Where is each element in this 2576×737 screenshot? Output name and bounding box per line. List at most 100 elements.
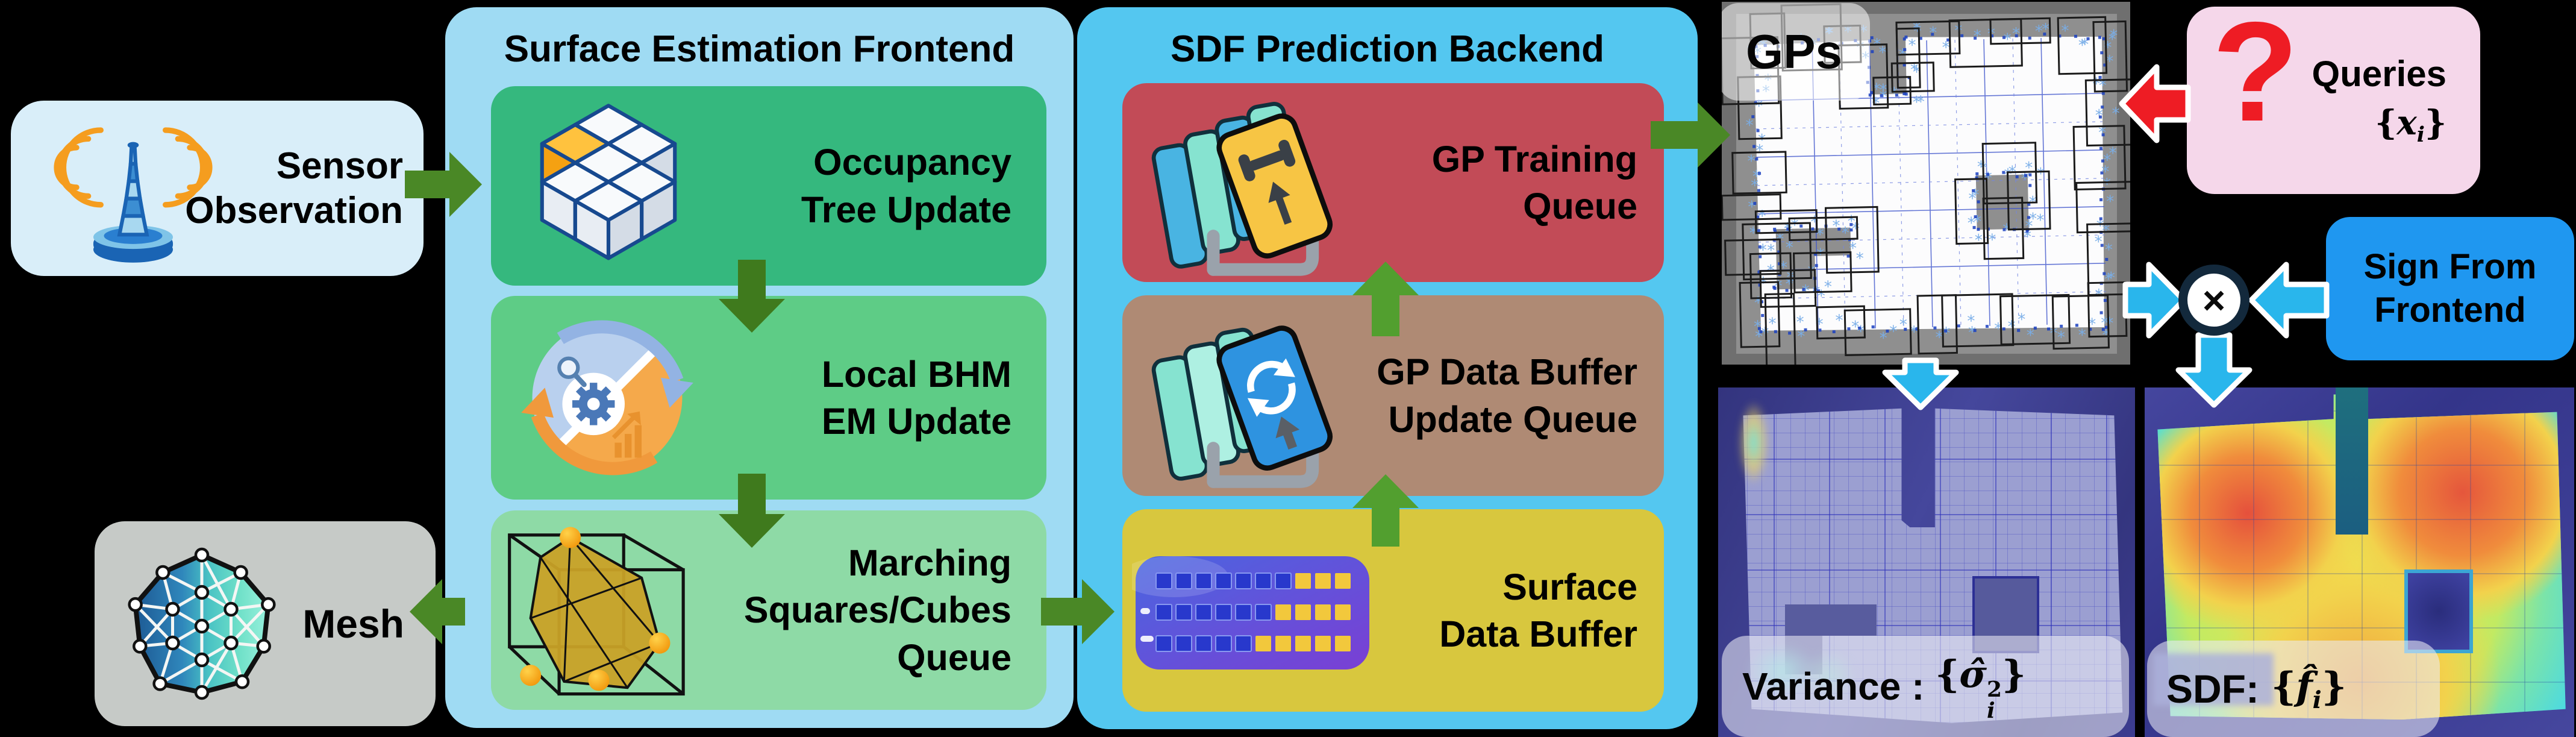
svg-text:*: * [2078,37,2087,55]
svg-text:*: * [1917,93,1925,111]
queries-box: ? Queries {xi} [2187,0,2480,194]
variance-label: Variance : [1742,665,1925,708]
data-buffer-icon [1132,556,1369,670]
svg-text:*: * [1942,324,1951,342]
frontend-title: Surface Estimation Frontend [504,28,1015,70]
svg-text:*: * [2036,212,2045,230]
svg-text:*: * [1968,190,1977,208]
queries-label: Queries [2312,54,2446,95]
svg-text:*: * [1968,324,1977,342]
svg-text:*: * [1878,44,1887,62]
multiply-icon: × [2178,265,2249,336]
sdf-corridor-obstacle [2336,387,2368,535]
svg-text:*: * [1913,93,1921,111]
sdf-label-badge: SDF: {f̂i} [2147,641,2440,737]
em-cycle-icon [521,320,693,475]
svg-text:*: * [1910,61,1919,79]
svg-text:*: * [1889,322,1898,340]
marching-cubes-icon [508,527,685,696]
svg-text:*: * [2024,228,2032,246]
mesh-graph-icon [128,547,276,700]
gp-training-label: GP Training Queue [1431,138,1637,227]
svg-text:*: * [1908,36,1916,54]
svg-text:*: * [2103,151,2112,169]
svg-text:*: * [1967,312,1975,330]
svg-text:*: * [2105,241,2113,259]
svg-text:*: * [1841,224,1849,242]
svg-text:*: * [1755,142,1764,160]
svg-text:*: * [2037,165,2045,183]
svg-text:*: * [1786,239,1794,257]
marching-cubes-box: Marching Squares/Cubes Queue [491,510,1046,710]
svg-text:*: * [1767,242,1775,260]
svg-text:*: * [1816,246,1825,264]
local-bhm-box: Local BHM EM Update [491,296,1046,500]
svg-text:*: * [2099,77,2107,95]
sdf-square-obstacle [2404,569,2474,653]
occupancy-tree-box: Occupancy Tree Update [491,86,1046,286]
svg-text:*: * [2104,271,2113,289]
svg-text:*: * [1748,198,1756,216]
svg-text:*: * [1975,231,1983,249]
surface-data-buffer-box: Surface Data Buffer [1122,509,1664,712]
svg-text:*: * [1851,318,1860,336]
arrow-queries-to-gps [2119,64,2191,143]
marching-cubes-label: Marching Squares/Cubes Queue [743,542,1011,678]
svg-text:*: * [1835,312,1843,330]
svg-text:*: * [1758,207,1766,225]
svg-text:*: * [1856,249,1865,268]
octree-cubes-icon [540,104,677,260]
svg-text:*: * [2101,163,2110,181]
svg-text:*: * [2098,124,2107,142]
svg-text:*: * [1745,116,1754,134]
update-queue-icon [1151,325,1333,488]
svg-text:*: * [2012,25,2021,43]
gear-icon [572,383,615,425]
svg-text:*: * [1935,328,1943,347]
gp-data-buffer-box: GP Data Buffer Update Queue [1122,295,1664,496]
svg-text:*: * [2109,145,2117,163]
sdf-map-image: SDF: {f̂i} [2145,387,2574,737]
svg-text:*: * [2110,27,2118,45]
svg-text:*: * [1973,27,1981,45]
queries-math: {xi} [2375,103,2446,148]
local-bhm-label: Local BHM EM Update [821,353,1011,442]
svg-text:*: * [1942,39,1950,57]
backend-title: SDF Prediction Backend [1170,28,1605,70]
svg-text:*: * [2112,105,2120,123]
svg-text:*: * [2042,20,2050,39]
svg-text:*: * [1790,216,1799,234]
gp-training-box: GP Training Queue [1122,83,1664,282]
svg-text:*: * [2007,318,2016,336]
sdf-math: {f̂i} [2271,663,2346,714]
mesh-box: Mesh [95,521,436,726]
sdf-label: SDF: [2166,666,2259,711]
svg-text:*: * [1754,318,1762,336]
sensor-observation-label: Sensor Observation [185,145,403,231]
svg-text:*: * [1832,217,1840,235]
svg-text:*: * [1747,152,1755,171]
svg-text:*: * [1751,177,1759,195]
svg-text:*: * [1988,231,1996,249]
svg-text:*: * [2094,233,2102,251]
mesh-label: Mesh [302,601,404,646]
svg-text:*: * [2106,52,2114,71]
gps-label: GPs [1745,25,1843,78]
svg-text:*: * [1796,313,1804,331]
question-mark-icon: ? [2212,0,2299,151]
svg-text:*: * [1797,328,1805,346]
svg-text:*: * [1852,220,1860,238]
variance-glow-1 [1726,394,1781,515]
svg-text:*: * [2018,311,2026,329]
svg-text:*: * [1761,325,1769,343]
svg-text:*: * [2004,31,2012,49]
gps-label-badge: GPs [1722,3,1870,101]
svg-text:*: * [2078,327,2087,345]
svg-text:*: * [2061,22,2069,40]
svg-text:*: * [2035,22,2043,40]
svg-text:*: * [1880,330,1888,348]
